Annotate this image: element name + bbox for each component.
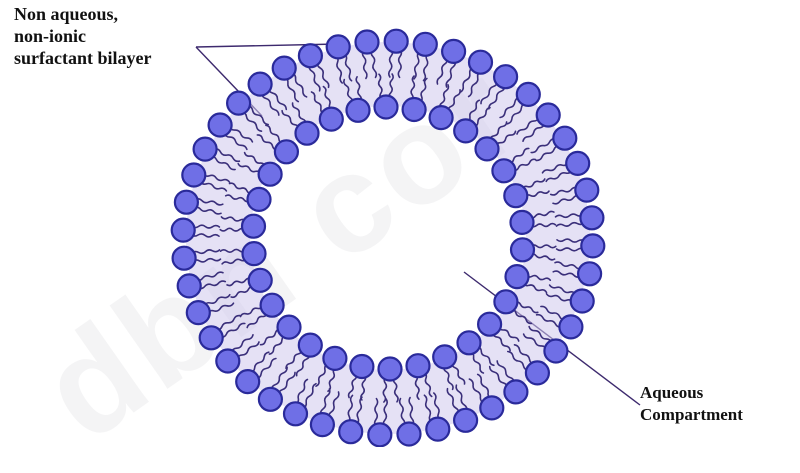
surfactant-head	[480, 396, 503, 419]
surfactant-head	[299, 44, 322, 67]
surfactant-head	[259, 388, 282, 411]
bilayer-label: Non aqueous, non-ionic surfactant bilaye…	[14, 3, 151, 69]
surfactant-head	[375, 96, 398, 119]
surfactant-head	[173, 247, 196, 270]
surfactant-head	[209, 114, 232, 137]
surfactant-head	[243, 242, 266, 265]
surfactant-head	[273, 57, 296, 80]
surfactant-head	[566, 152, 589, 175]
surfactant-head	[323, 347, 346, 370]
surfactant-head	[407, 354, 430, 377]
surfactant-head	[178, 274, 201, 297]
surfactant-head	[172, 219, 195, 242]
surfactant-head	[347, 99, 370, 122]
surfactant-head	[511, 238, 534, 261]
surfactant-head	[433, 345, 456, 368]
surfactant-head	[458, 331, 481, 354]
surfactant-head	[227, 92, 250, 115]
surfactant-head	[492, 159, 515, 182]
surfactant-head	[311, 413, 334, 436]
surfactant-head	[504, 380, 527, 403]
compartment-label: Aqueous Compartment	[640, 382, 743, 426]
surfactant-head	[350, 355, 373, 378]
surfactant-head	[559, 315, 582, 338]
surfactant-head	[426, 418, 449, 441]
surfactant-head	[200, 326, 223, 349]
surfactant-head	[414, 33, 437, 56]
surfactant-head	[249, 269, 272, 292]
surfactant-head	[537, 104, 560, 127]
surfactant-head	[494, 290, 517, 313]
surfactant-head	[506, 265, 529, 288]
surfactant-head	[248, 188, 271, 211]
surfactant-head	[442, 40, 465, 63]
compartment-label-line-2: Compartment	[640, 404, 743, 426]
surfactant-head	[187, 301, 210, 324]
surfactant-head	[511, 211, 534, 234]
bilayer-label-line-1: Non aqueous,	[14, 3, 151, 25]
surfactant-head	[580, 206, 603, 229]
surfactant-head	[398, 423, 421, 446]
surfactant-head	[430, 106, 453, 129]
surfactant-head	[494, 65, 517, 88]
surfactant-head	[379, 358, 402, 381]
surfactant-head	[216, 350, 239, 373]
surfactant-head	[469, 51, 492, 74]
surfactant-head	[368, 423, 391, 446]
surfactant-head	[581, 234, 604, 257]
surfactant-head	[504, 184, 527, 207]
surfactant-head	[553, 127, 576, 150]
surfactant-head	[175, 191, 198, 214]
surfactant-head	[284, 402, 307, 425]
surfactant-head	[242, 215, 265, 238]
surfactant-head	[454, 119, 477, 142]
surfactant-head	[571, 290, 594, 313]
surfactant-head	[478, 313, 501, 336]
surfactant-head	[454, 409, 477, 432]
diagram: dbn cor Non aqueous, non-ionic surfactan…	[0, 0, 800, 447]
surfactant-head	[575, 179, 598, 202]
surfactant-head	[249, 73, 272, 96]
surfactant-head	[339, 420, 362, 443]
compartment-label-line-1: Aqueous	[640, 382, 743, 404]
bilayer-label-line-2: non-ionic	[14, 25, 151, 47]
surfactant-head	[476, 137, 499, 160]
surfactant-head	[236, 370, 259, 393]
bilayer-label-line-3: surfactant bilayer	[14, 47, 151, 69]
surfactant-head	[526, 361, 549, 384]
surfactant-head	[320, 108, 343, 131]
surfactant-head	[299, 334, 322, 357]
surfactant-head	[278, 316, 301, 339]
surfactant-head	[327, 35, 350, 58]
surfactant-head	[261, 294, 284, 317]
surfactant-head	[385, 30, 408, 53]
surfactant-head	[194, 138, 217, 161]
surfactant-head	[517, 83, 540, 106]
surfactant-head	[259, 163, 282, 186]
surfactant-head	[356, 31, 379, 54]
surfactant-head	[544, 340, 567, 363]
surfactant-head	[403, 98, 426, 121]
surfactant-head	[578, 262, 601, 285]
surfactant-head	[296, 122, 319, 145]
surfactant-head	[182, 164, 205, 187]
surfactant-head	[275, 140, 298, 163]
